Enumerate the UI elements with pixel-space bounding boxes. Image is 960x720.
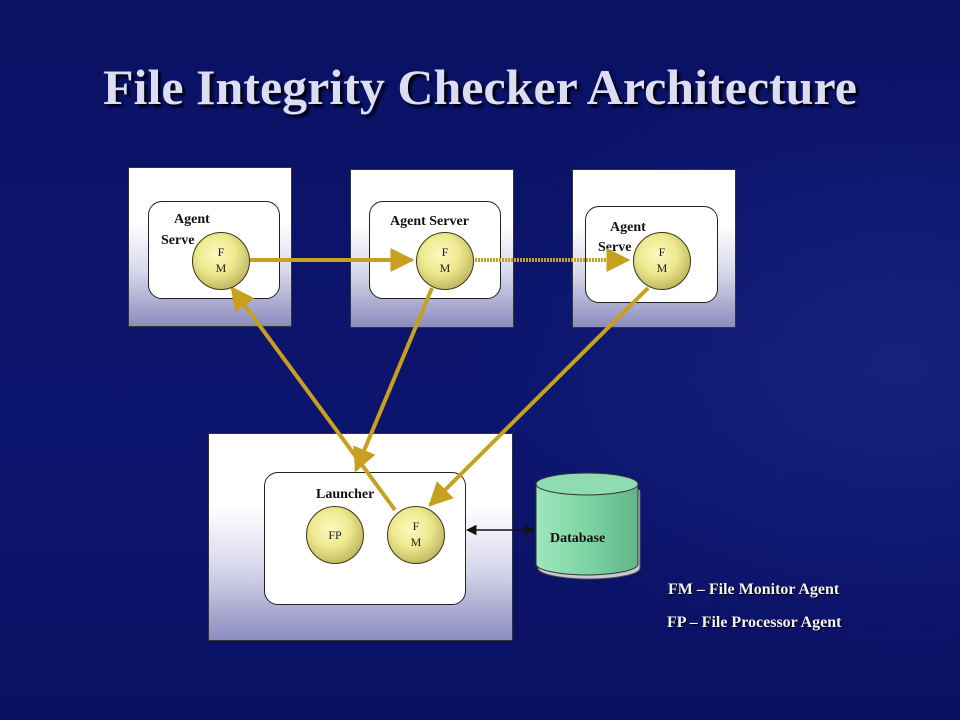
fm-node-launcher-line2: M — [410, 535, 422, 549]
legend-fp: FP – File Processor Agent — [667, 614, 842, 631]
host-b-label: Host B — [361, 178, 405, 194]
fm-node-host-a-line2: M — [215, 261, 227, 275]
fm-node-host-b-line1: F — [441, 245, 449, 259]
launcher-label: Launcher — [316, 487, 375, 502]
agent-server-b-label: Agent Server — [390, 214, 469, 229]
fm-node-host-b: F M — [416, 232, 474, 290]
database-label: Database — [550, 531, 606, 546]
slide-title: File Integrity Checker Architecture — [103, 59, 857, 115]
host-c-label: Host C — [583, 178, 628, 194]
agent-server-a-label-line1: Agent — [174, 212, 210, 227]
fm-node-host-a: F M — [192, 232, 250, 290]
fm-node-launcher: F M — [387, 506, 445, 564]
fm-node-host-c: F M — [633, 232, 691, 290]
fm-node-launcher-line1: F — [412, 519, 420, 533]
agent-server-a-label-line2: Serve — [161, 233, 195, 248]
fm-node-host-b-line2: M — [439, 261, 451, 275]
fm-a-to-launcher-arrow — [230, 286, 397, 512]
agent-server-c-label-line1: Agent — [610, 220, 646, 235]
host-a-label: Host A — [139, 176, 183, 192]
fm-c-to-launcher-arrow — [428, 286, 650, 507]
fm-node-host-c-line1: F — [658, 245, 666, 259]
fm-b-to-launcher-arrow — [353, 287, 434, 473]
fp-node-launcher: FP — [306, 506, 364, 564]
fm-node-host-a-line1: F — [217, 245, 225, 259]
legend-fm: FM – File Monitor Agent — [668, 581, 840, 598]
launching-host-label: Launching Host — [219, 442, 322, 458]
fm-node-host-c-line2: M — [656, 261, 668, 275]
fp-node-label: FP — [328, 528, 342, 542]
